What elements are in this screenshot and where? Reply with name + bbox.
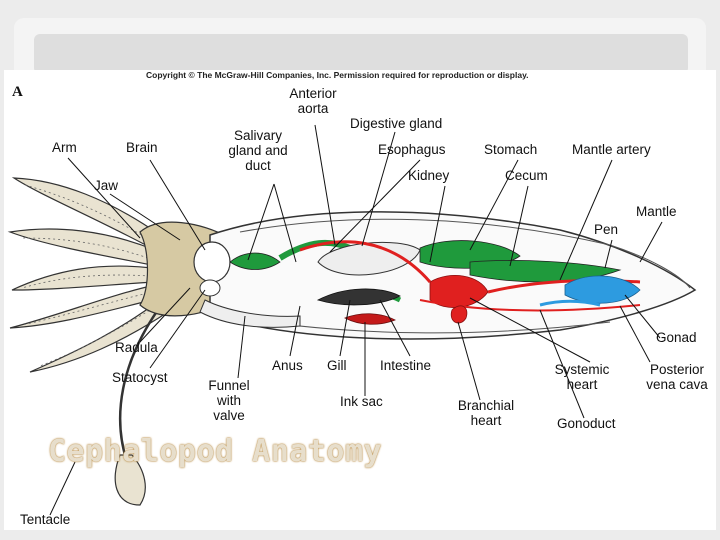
brain-shape bbox=[193, 241, 231, 283]
tentacle-club bbox=[114, 454, 146, 506]
copyright-notice: Copyright © The McGraw-Hill Companies, I… bbox=[146, 70, 529, 80]
label-mantle: Mantle bbox=[636, 204, 677, 219]
statocyst-shape bbox=[199, 279, 221, 297]
label-ink-sac: Ink sac bbox=[340, 394, 383, 409]
label-intestine: Intestine bbox=[380, 358, 432, 373]
gonoduct-shape bbox=[539, 299, 601, 307]
pen-outline bbox=[239, 218, 691, 289]
label-gonoduct: Gonoduct bbox=[557, 416, 616, 431]
ink-sac-shape bbox=[344, 313, 396, 325]
funnel-shape bbox=[199, 299, 301, 328]
label-funnel: Funnel with valve bbox=[208, 378, 250, 423]
label-pen: Pen bbox=[594, 222, 619, 237]
label-gill: Gill bbox=[327, 358, 347, 373]
arm-suckers bbox=[21, 184, 159, 367]
label-cecum: Cecum bbox=[505, 168, 548, 183]
label-arm: Arm bbox=[52, 140, 77, 155]
panel-letter: A bbox=[12, 84, 23, 100]
label-statocyst: Statocyst bbox=[112, 370, 168, 385]
slide-header-band bbox=[34, 34, 688, 74]
label-jaw: Jaw bbox=[94, 178, 119, 193]
label-digestive-gland: Digestive gland bbox=[350, 116, 443, 131]
label-anus: Anus bbox=[272, 358, 303, 373]
label-kidney: Kidney bbox=[408, 168, 450, 183]
tentacle-stalk bbox=[119, 299, 167, 471]
cecum-shape bbox=[469, 260, 622, 283]
label-gonad: Gonad bbox=[656, 330, 697, 345]
branchial-heart-shape bbox=[450, 305, 468, 324]
label-branchial-heart: Branchial heart bbox=[457, 398, 515, 428]
label-brain: Brain bbox=[126, 140, 158, 155]
salivary-gland-shape bbox=[229, 252, 281, 270]
leader-lines bbox=[49, 124, 663, 516]
slide-title: Cephalopod Anatomy bbox=[48, 434, 383, 469]
label-radula: Radula bbox=[115, 340, 158, 355]
label-tentacle: Tentacle bbox=[20, 512, 71, 527]
label-mantle-artery: Mantle artery bbox=[572, 142, 651, 157]
anterior-aorta-shape bbox=[299, 240, 432, 283]
label-systemic-heart: Systemic heart bbox=[554, 362, 610, 392]
vena-cava-shape bbox=[419, 299, 641, 312]
label-esophagus: Esophagus bbox=[378, 142, 446, 157]
label-stomach: Stomach bbox=[484, 142, 538, 157]
label-posterior-vena-cava: Posterior vena cava bbox=[646, 362, 708, 392]
label-salivary-gland: Salivary gland and duct bbox=[228, 128, 288, 173]
label-anterior-aorta: Anterior aorta bbox=[289, 86, 337, 116]
gill-shape bbox=[316, 288, 401, 306]
